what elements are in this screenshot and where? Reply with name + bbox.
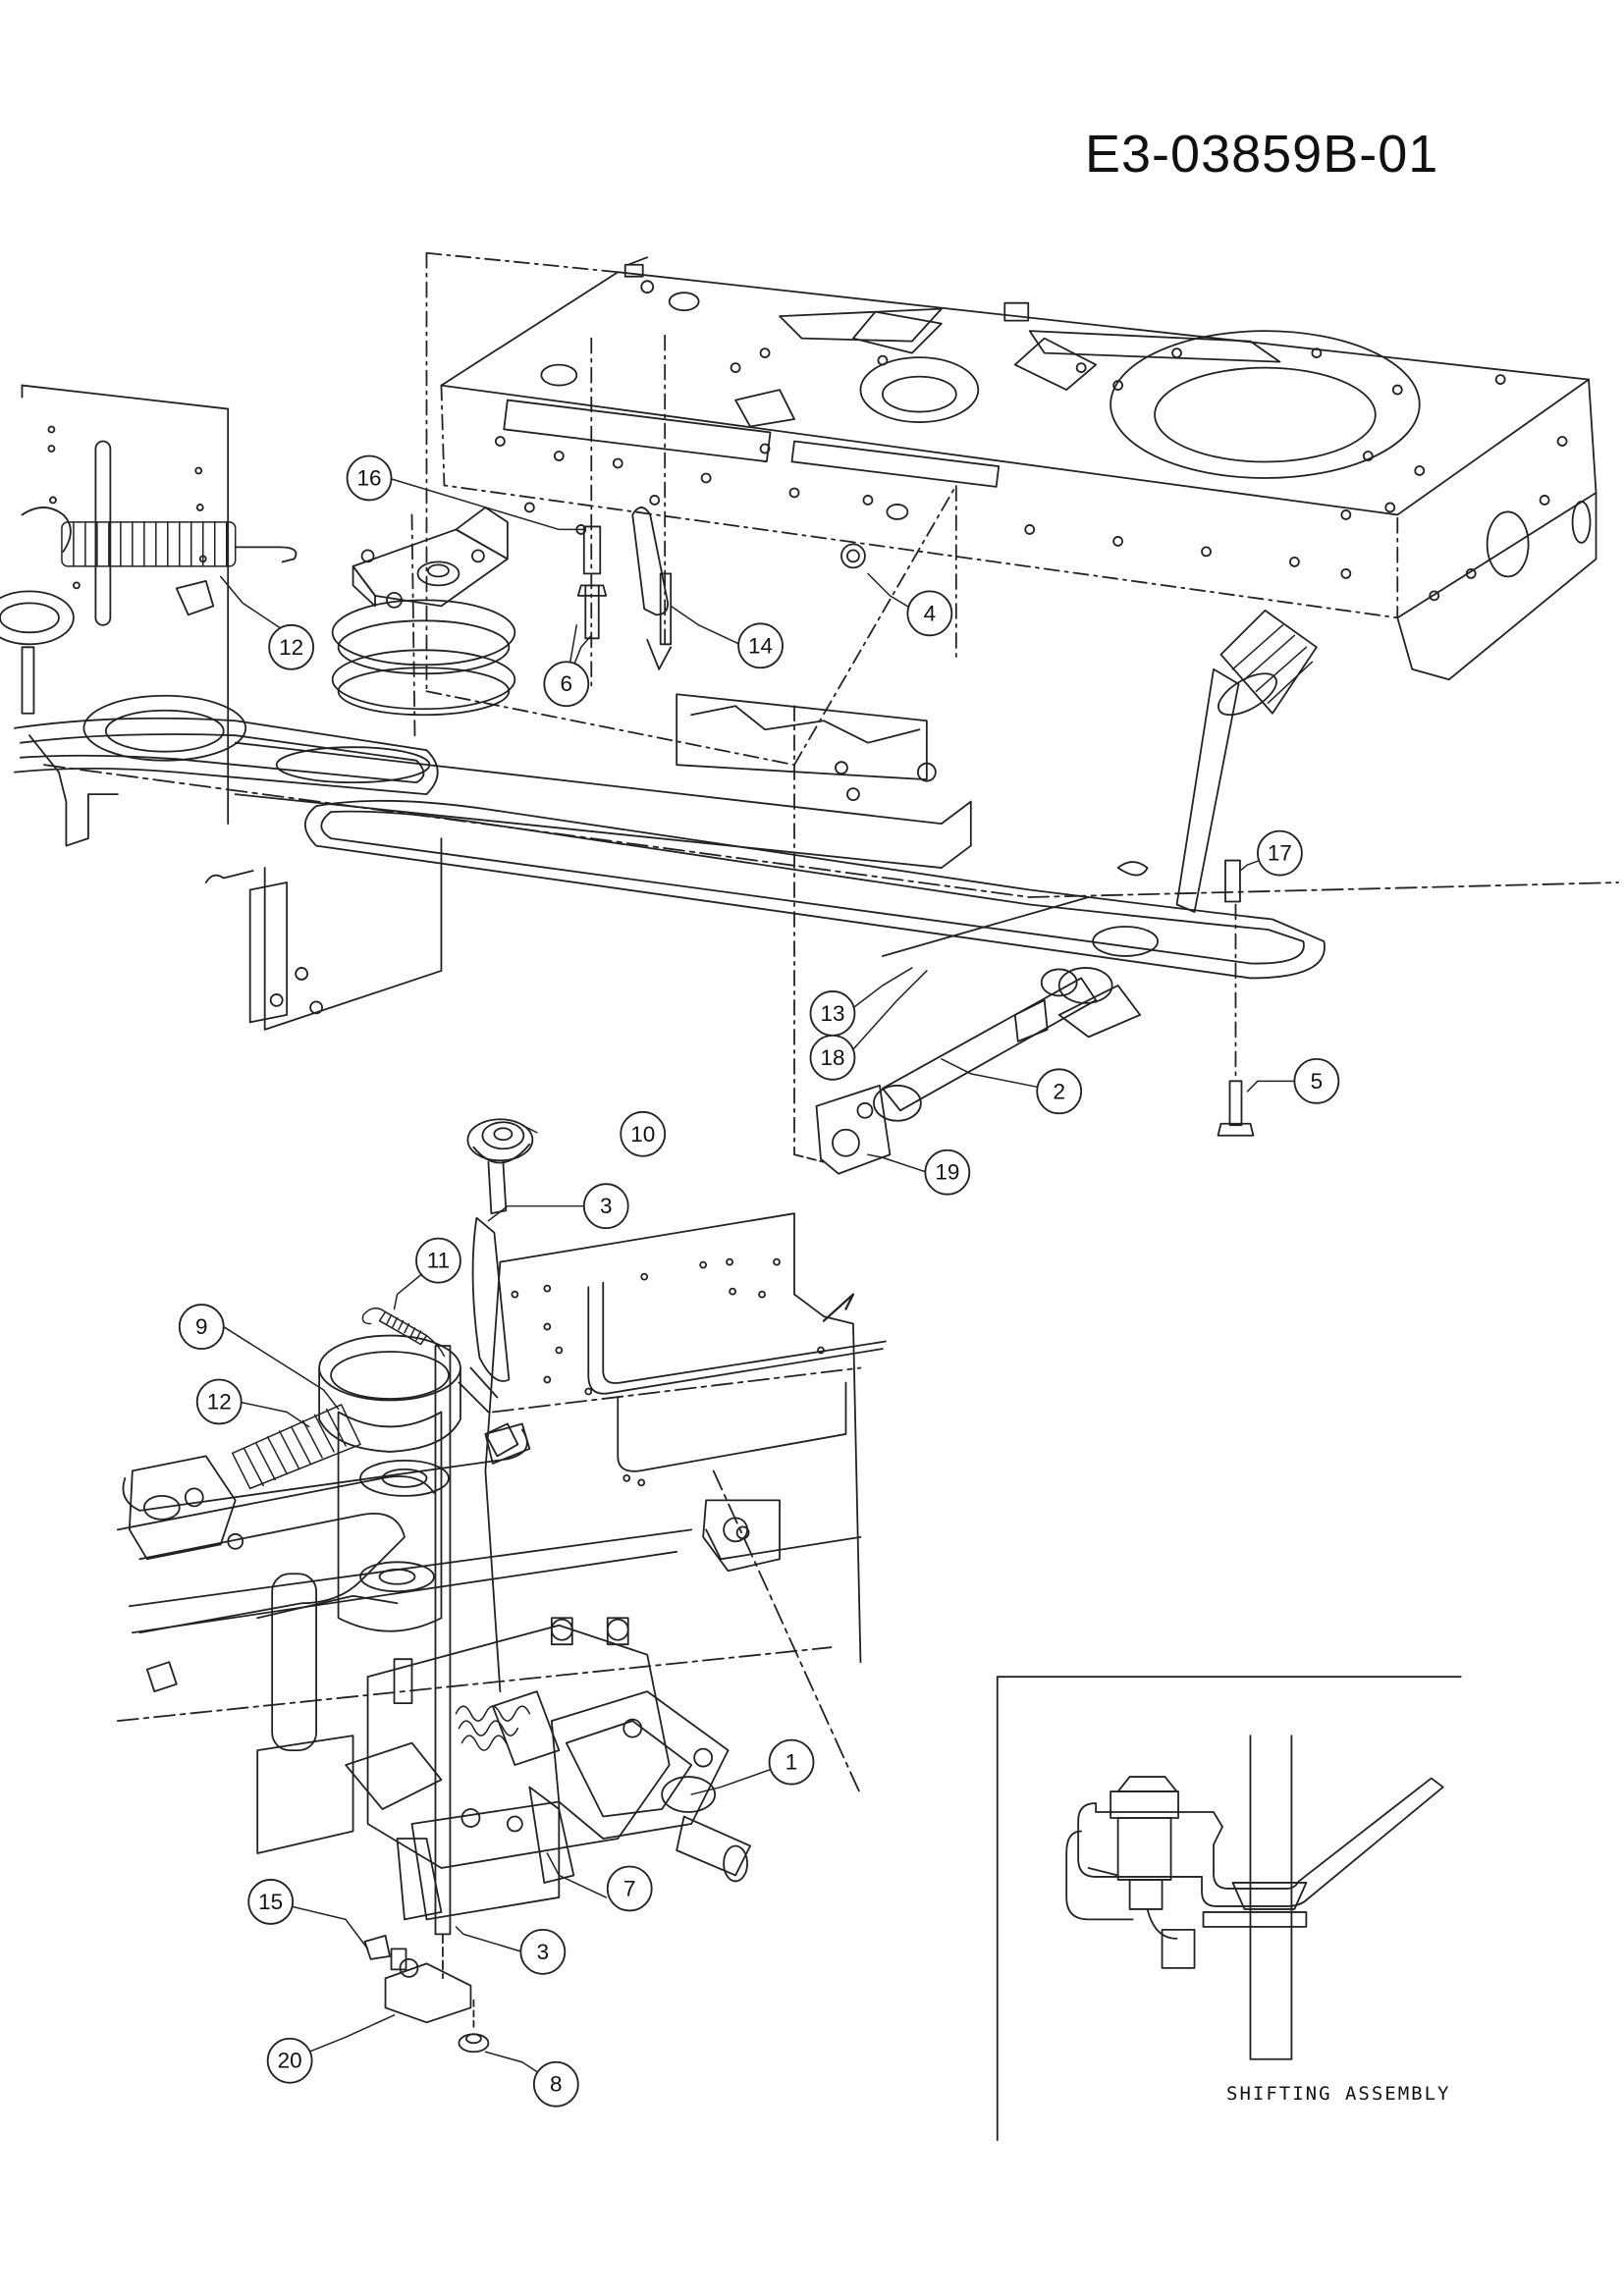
- callout-2: 2: [1036, 1068, 1083, 1115]
- svg-text:19: 19: [935, 1160, 959, 1185]
- svg-text:4: 4: [924, 601, 936, 625]
- callout-19: 19: [924, 1148, 971, 1196]
- callout-13: 13: [809, 990, 856, 1037]
- center-pulley-assembly: [331, 507, 516, 737]
- svg-text:13: 13: [820, 1001, 844, 1026]
- svg-text:14: 14: [748, 633, 773, 658]
- transaxle: [345, 1617, 751, 2054]
- svg-text:9: 9: [195, 1314, 207, 1339]
- svg-text:11: 11: [427, 1249, 450, 1273]
- svg-text:16: 16: [357, 465, 382, 490]
- svg-text:12: 12: [279, 635, 303, 660]
- callout-4: 4: [906, 590, 953, 637]
- callout-12-upper: 12: [268, 623, 315, 670]
- svg-text:1: 1: [785, 1750, 797, 1775]
- svg-text:6: 6: [561, 671, 572, 696]
- svg-text:10: 10: [630, 1122, 655, 1147]
- callout-20: 20: [266, 2037, 313, 2084]
- callout-16: 16: [346, 454, 393, 502]
- svg-text:15: 15: [258, 1890, 283, 1914]
- callout-1: 1: [768, 1738, 815, 1786]
- svg-text:20: 20: [278, 2049, 302, 2073]
- svg-text:3: 3: [600, 1194, 612, 1218]
- shift-lever-rod-2: [793, 609, 1318, 1175]
- callout-12-lower: 12: [195, 1378, 243, 1425]
- callout-bubbles: 1 2 3 3 4 5 6 7 8 9 10 11 12 12 13 14 15…: [178, 454, 1340, 2108]
- callout-9: 9: [178, 1304, 225, 1350]
- callout-15: 15: [247, 1879, 295, 1925]
- lower-mounting-plate: [116, 1212, 887, 1795]
- svg-text:2: 2: [1053, 1079, 1064, 1103]
- svg-text:8: 8: [550, 2072, 562, 2097]
- callout-7: 7: [606, 1865, 653, 1912]
- svg-text:12: 12: [207, 1389, 232, 1414]
- callout-10: 10: [620, 1110, 667, 1157]
- callout-3-lower: 3: [519, 1928, 567, 1975]
- callout-14: 14: [737, 622, 784, 669]
- chassis-frame: [425, 251, 1597, 767]
- shoulder-bolt-hardware: [576, 334, 673, 693]
- svg-text:18: 18: [820, 1045, 844, 1070]
- svg-text:17: 17: [1268, 841, 1292, 866]
- left-idler-assembly: [0, 384, 439, 826]
- inset-caption: SHIFTING ASSEMBLY: [1226, 2083, 1451, 2105]
- callout-17: 17: [1257, 829, 1303, 877]
- callout-leaders: [219, 477, 1296, 2085]
- callout-11: 11: [415, 1237, 461, 1284]
- callout-3-upper: 3: [582, 1183, 629, 1230]
- svg-text:7: 7: [623, 1876, 635, 1900]
- document-number: E3-03859B-01: [1085, 125, 1439, 184]
- callout-6: 6: [543, 661, 590, 708]
- drive-belt: [28, 693, 1619, 1156]
- callout-5: 5: [1293, 1057, 1340, 1104]
- shift-lever-rod-3: [434, 1118, 534, 1980]
- callout-8: 8: [532, 2060, 579, 2108]
- callout-18: 18: [809, 1034, 856, 1081]
- svg-text:3: 3: [537, 1940, 549, 1964]
- svg-text:5: 5: [1311, 1069, 1323, 1094]
- inset-shifting-assembly: [996, 1676, 1462, 2142]
